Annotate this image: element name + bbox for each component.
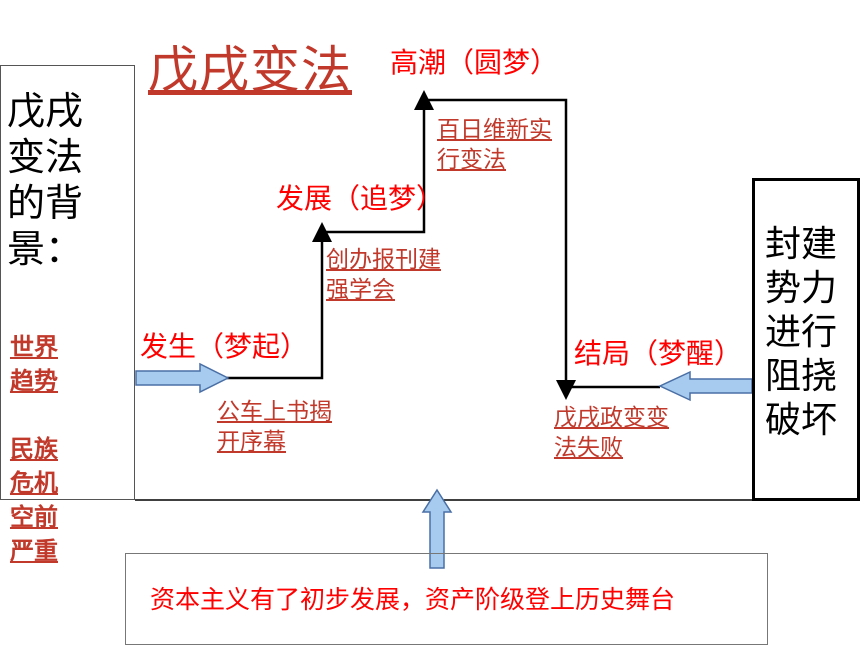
- background-heading: 戊戌变法的背景：: [7, 89, 84, 271]
- descent-line: [424, 98, 576, 400]
- stage-label-climax: 高潮（圆梦）: [390, 46, 559, 79]
- staircase-line-upper: [322, 90, 434, 234]
- foundation-box: 资本主义有了初步发展，资产阶级登上历史舞台: [125, 553, 768, 645]
- diagram-title: 戊戌变法: [148, 41, 352, 99]
- cause-national-crisis: 民族危机空前严重: [10, 435, 58, 565]
- stage-event-end: 戊戌政变变法失败: [554, 405, 669, 461]
- cause-world-trend: 世界趋势: [10, 333, 58, 395]
- up-block-arrow: [421, 488, 453, 569]
- background-box: 戊戌变法的背景：: [0, 65, 135, 500]
- foundation-text: 资本主义有了初步发展，资产阶级登上历史舞台: [150, 585, 676, 614]
- right-block-arrow: [135, 362, 230, 394]
- stage-label-develop: 发展（追梦）: [276, 182, 445, 215]
- staircase-line: [225, 222, 332, 380]
- obstruction-text: 封建势力进行阻挠破坏: [765, 224, 838, 441]
- left-block-arrow: [658, 370, 753, 402]
- obstruction-box: 封建势力进行阻挠破坏: [752, 178, 860, 501]
- stage-label-end: 结局（梦醒）: [574, 337, 743, 370]
- stage-event-develop: 创办报刊建强学会: [326, 247, 441, 303]
- stage-event-climax: 百日维新实行变法: [437, 117, 552, 173]
- stage-event-start: 公车上书揭开序幕: [217, 399, 332, 455]
- stage-label-start: 发生（梦起）: [140, 330, 309, 363]
